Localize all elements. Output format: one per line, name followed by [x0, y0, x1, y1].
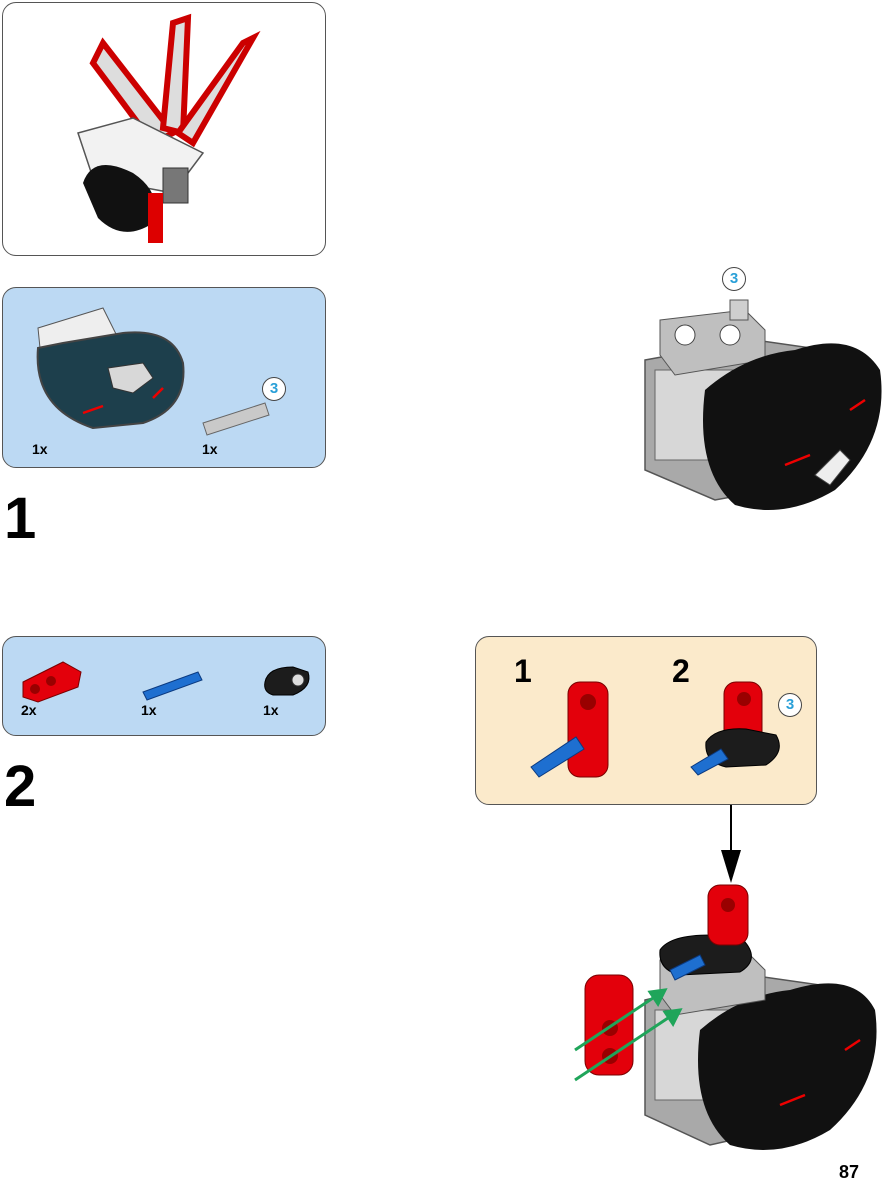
motor-qty: 1x: [32, 441, 48, 457]
green-insert-arrows-icon: [574, 988, 683, 1082]
model-axle-length-badge: 3: [722, 267, 746, 291]
subassembly-callout-badge: 3: [778, 693, 802, 717]
subassembly-step-2-number: 2: [672, 653, 690, 689]
down-arrow-icon: [721, 805, 741, 883]
step-2-parts-images: [22, 661, 310, 703]
black-beam-qty: 1x: [263, 702, 279, 718]
page-number: 87: [838, 1162, 859, 1182]
step-2-number: 2: [4, 754, 37, 819]
axle-length-badge: 3: [262, 377, 286, 401]
axle-qty: 1x: [202, 441, 218, 457]
blue-pin-qty: 1x: [141, 702, 157, 718]
subassembly-step-1-number: 1: [514, 653, 532, 689]
red-block-qty: 2x: [21, 702, 37, 718]
overview-model-image: [77, 13, 261, 243]
step-1-model-image: [644, 299, 882, 510]
step-1-number: 1: [4, 486, 37, 551]
subassembly-panel: 1 2 3: [475, 636, 817, 805]
step-2-model-image: [574, 884, 877, 1150]
subassembly-images: [530, 681, 780, 778]
parts-list-step-2: 2x 1x 1x: [2, 636, 326, 736]
large-motor-part-image: [36, 307, 270, 436]
overview-panel: [2, 2, 326, 256]
parts-list-step-1: 3 1x 1x: [2, 287, 326, 468]
